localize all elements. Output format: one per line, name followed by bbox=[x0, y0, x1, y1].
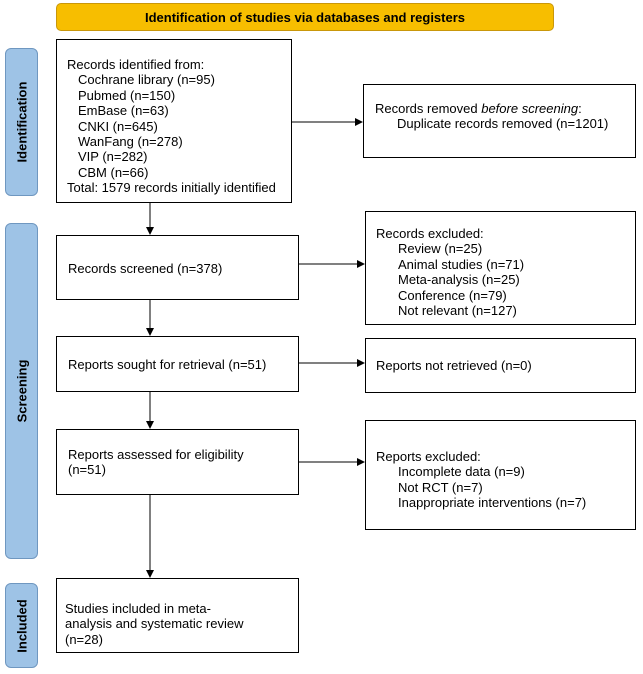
phase-screening: Screening bbox=[5, 223, 38, 559]
exclusion-item: Animal studies (n=71) bbox=[398, 256, 525, 272]
phase-included: Included bbox=[5, 583, 38, 668]
records-screened-text: Records screened (n=378) bbox=[68, 261, 223, 276]
source-item: CNKI (n=645) bbox=[78, 118, 158, 134]
studies-included-line: Studies included in meta- bbox=[65, 601, 211, 616]
report-exclusion-item: Incomplete data (n=9) bbox=[398, 464, 525, 480]
exclusion-item: Conference (n=79) bbox=[398, 287, 507, 303]
reports-excluded-heading: Reports excluded: bbox=[376, 449, 481, 464]
records-identified-total: Total: 1579 records initially identified bbox=[67, 180, 276, 196]
records-excluded-box: Records excluded: Review (n=25) Animal s… bbox=[365, 211, 636, 325]
report-exclusion-item: Inappropriate interventions (n=7) bbox=[398, 495, 587, 511]
duplicates-removed-item: Duplicate records removed (n=1201) bbox=[397, 116, 609, 132]
reports-not-retrieved-text: Reports not retrieved (n=0) bbox=[376, 358, 532, 373]
phase-identification: Identification bbox=[5, 48, 38, 196]
records-removed-heading-prefix: Records removed bbox=[375, 101, 482, 116]
flow-header: Identification of studies via databases … bbox=[56, 3, 554, 31]
reports-sought-text: Reports sought for retrieval (n=51) bbox=[68, 357, 267, 372]
records-removed-heading-suffix: : bbox=[578, 101, 582, 116]
source-item: Pubmed (n=150) bbox=[78, 87, 176, 103]
studies-included-box: Studies included in meta- analysis and s… bbox=[56, 578, 299, 653]
studies-included-line: (n=28) bbox=[65, 631, 103, 647]
studies-included-line: analysis and systematic review bbox=[65, 616, 244, 632]
report-exclusion-item: Not RCT (n=7) bbox=[398, 479, 483, 495]
reports-assessed-line: (n=51) bbox=[68, 462, 106, 478]
reports-not-retrieved-box: Reports not retrieved (n=0) bbox=[365, 338, 636, 393]
source-item: VIP (n=282) bbox=[78, 149, 148, 165]
exclusion-item: Not relevant (n=127) bbox=[398, 303, 517, 319]
reports-assessed-line: Reports assessed for eligibility bbox=[68, 447, 244, 462]
records-removed-heading: Records removed before screening: bbox=[375, 101, 635, 116]
source-item: WanFang (n=278) bbox=[78, 134, 183, 150]
exclusion-item: Review (n=25) bbox=[398, 241, 483, 257]
records-removed-box: Records removed before screening: Duplic… bbox=[363, 84, 636, 158]
exclusion-item: Meta-analysis (n=25) bbox=[398, 272, 520, 288]
reports-excluded-box: Reports excluded: Incomplete data (n=9) … bbox=[365, 420, 636, 530]
records-screened-box: Records screened (n=378) bbox=[56, 235, 299, 300]
source-item: CBM (n=66) bbox=[78, 164, 149, 180]
records-identified-heading: Records identified from: bbox=[67, 57, 205, 72]
records-removed-heading-emph: before screening bbox=[481, 101, 579, 116]
records-excluded-heading: Records excluded: bbox=[376, 226, 484, 241]
reports-sought-box: Reports sought for retrieval (n=51) bbox=[56, 336, 299, 392]
flow-header-title: Identification of studies via databases … bbox=[144, 9, 466, 25]
records-identified-box: Records identified from: Cochrane librar… bbox=[56, 39, 292, 203]
source-item: EmBase (n=63) bbox=[78, 103, 169, 119]
source-item: Cochrane library (n=95) bbox=[78, 72, 215, 88]
reports-assessed-box: Reports assessed for eligibility (n=51) bbox=[56, 429, 299, 495]
